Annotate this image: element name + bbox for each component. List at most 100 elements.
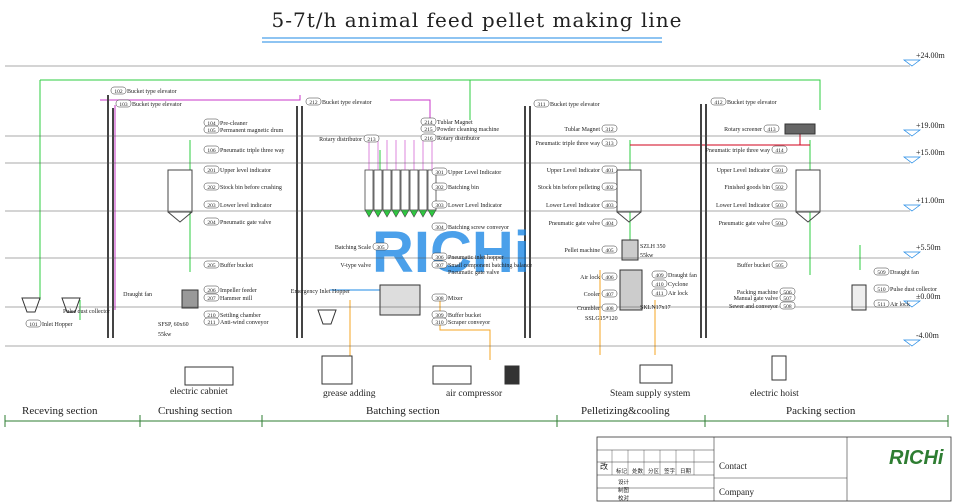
label-number-box: [710, 97, 727, 106]
label-number: 510: [877, 287, 886, 293]
label-number: 307: [435, 263, 444, 269]
batching-bin-cone: [373, 209, 383, 218]
label-text: Pneumatic gate valve: [448, 270, 500, 276]
level-marker-icon: [902, 300, 922, 308]
label-number-box: [771, 165, 788, 174]
label-number-box: [431, 167, 448, 176]
label-text: Draught fan: [668, 272, 697, 279]
label-number: 106: [207, 148, 216, 154]
label-number-box: [431, 182, 448, 191]
title-block-row-label: 校对: [618, 496, 630, 502]
label-text: Buffer bucket: [220, 262, 253, 269]
label-text: Lower Level Indicator: [716, 203, 770, 209]
label-number: 304: [435, 225, 444, 231]
label-number: 509: [877, 270, 886, 276]
section-label: Batching section: [366, 405, 440, 417]
label-text: V-type valve: [340, 263, 371, 269]
label-text: Rotary distributor: [437, 136, 480, 142]
equipment-label: air compressor: [446, 389, 503, 399]
label-number: 406: [605, 275, 614, 281]
pipe-orange: [439, 300, 491, 360]
label-number-box: [601, 124, 618, 133]
label-text: Air lock: [580, 275, 600, 281]
component-label: Pneumatic gate valve: [448, 270, 500, 276]
label-text: Powder cleaning machine: [437, 127, 499, 133]
inlet-hopper: [21, 297, 41, 313]
label-text: Cooler: [584, 292, 600, 298]
label-text: Lower Level Indicator: [448, 203, 502, 209]
contact-label: Contact: [719, 461, 747, 471]
label-number-box: [431, 200, 448, 209]
label-number: 216: [424, 136, 433, 142]
label-number: 405: [605, 248, 614, 254]
component-label: SKLN17x17: [640, 305, 671, 311]
level-label: -4.00m: [916, 331, 940, 340]
label-text: Rotary screener: [724, 127, 762, 133]
batching-bin: [418, 169, 428, 211]
label-text: Pneumatic inlet hopper: [448, 255, 504, 261]
label-text: Mixer: [448, 296, 463, 302]
label-number-box: [431, 252, 448, 261]
label-number: 103: [119, 102, 128, 108]
hammer-mill: [181, 289, 199, 309]
dust-collector: [851, 284, 867, 311]
label-number: 305: [376, 245, 385, 251]
label-text: Upper Level Indicator: [717, 168, 770, 174]
label-text: SSLG15*120: [585, 316, 618, 322]
label-text: Bucket type elevator: [322, 100, 372, 106]
label-text: Pneumatic gate valve: [549, 221, 601, 227]
label-number-box: [771, 145, 788, 154]
label-number-box: [420, 133, 437, 142]
component-label: 508 Sewer and conveyor: [729, 301, 796, 310]
equipment-label: Steam supply system: [610, 389, 691, 399]
label-number: 306: [435, 255, 444, 261]
inlet-hopper: [317, 309, 337, 325]
component-label: 405 Pellet machine: [565, 245, 618, 254]
label-text: Sewer and conveyor: [729, 304, 778, 310]
label-number: 204: [207, 220, 216, 226]
label-number: 214: [424, 120, 433, 126]
label-number: 507: [783, 296, 792, 302]
label-number: 211: [207, 320, 215, 326]
label-number-box: [873, 267, 890, 276]
label-number: 308: [435, 296, 444, 302]
label-number-box: [651, 270, 668, 279]
component-label: 55kw: [640, 253, 654, 259]
label-number-box: [25, 319, 42, 328]
label-text: Pellet machine: [565, 248, 601, 254]
pellet-machine: [621, 239, 639, 261]
label-number: 411: [655, 291, 663, 297]
label-text: 55kw: [640, 253, 654, 259]
title-block-row-label: 设计: [618, 480, 630, 486]
component-label: 216 Rotary distributor: [420, 133, 480, 142]
level-marker-icon: [902, 59, 922, 67]
batching-bin: [400, 169, 410, 211]
label-number: 511: [877, 302, 885, 308]
label-text: Pneumatic gate valve: [719, 221, 771, 227]
label-number-box: [601, 165, 618, 174]
level-marker-icon: [902, 339, 922, 347]
batching-bin-cone: [391, 209, 401, 218]
label-number-box: [431, 293, 448, 302]
level-marker-icon: [902, 129, 922, 137]
label-number: 402: [605, 185, 614, 191]
label-number: 508: [783, 304, 792, 310]
